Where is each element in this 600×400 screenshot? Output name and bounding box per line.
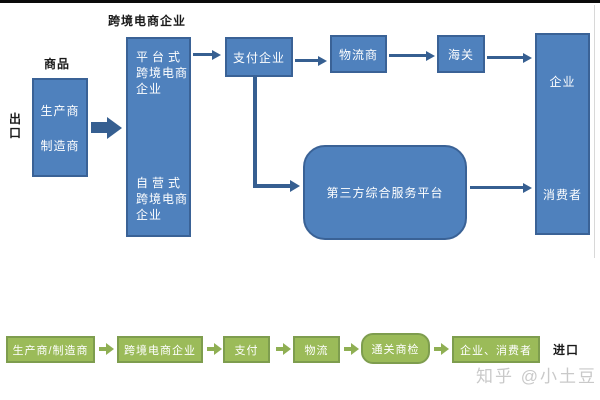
arrow-logistics-to-customs [389, 54, 426, 57]
node-third-party-platform: 第三方综合服务平台 [303, 145, 467, 240]
right-edge-line [594, 5, 595, 258]
arrow-ecom-to-payment-head [212, 50, 221, 60]
import-step-producer-label: 生产商/制造商 [12, 344, 89, 357]
arrow-ecom-to-payment [193, 53, 212, 56]
import-label: 进口 [553, 343, 580, 357]
connector-payment-down [253, 77, 257, 188]
import-step-enterprise-consumer-label: 企业、消费者 [460, 344, 532, 357]
producer-line1: 生产商 [40, 103, 80, 118]
import-arrow-4-head [351, 343, 359, 355]
import-arrow-2 [207, 347, 214, 351]
goods-label: 商品 [44, 57, 71, 71]
import-step-producer: 生产商/制造商 [6, 336, 95, 363]
connector-payment-right [253, 184, 290, 188]
import-arrow-4 [344, 347, 351, 351]
third-party-platform-label: 第三方综合服务平台 [326, 186, 444, 200]
arrow-producer-to-ecom [91, 122, 108, 133]
import-arrow-5 [434, 347, 441, 351]
node-logistics-provider: 物流商 [330, 35, 387, 73]
payment-label: 支付企业 [232, 50, 285, 65]
arrow-producer-to-ecom-head [107, 117, 122, 139]
arrow-payment-to-logistics-head [318, 56, 327, 66]
node-payment-company: 支付企业 [225, 37, 293, 77]
ecom-platform-line2: 跨境电商 [136, 66, 189, 80]
destination-enterprise-label: 企业 [549, 75, 576, 89]
ecom-platform-type: 平台式 跨境电商 企业 [136, 49, 188, 97]
ecom-self-line2: 跨境电商 [136, 192, 189, 206]
import-step-enterprise-consumer: 企业、消费者 [452, 336, 540, 363]
ecommerce-companies-title: 跨境电商企业 [108, 14, 187, 28]
import-step-customs-inspection-label: 通关商检 [371, 343, 420, 356]
import-arrow-3-head [283, 343, 291, 355]
import-step-logistics: 物流 [293, 336, 340, 363]
logistics-label: 物流商 [338, 47, 378, 62]
bottom-border-line [0, 0, 600, 3]
ecom-self-line1: 自营式 [136, 176, 185, 190]
ecom-platform-line3: 企业 [136, 82, 163, 96]
customs-label: 海关 [447, 47, 474, 62]
export-label: 出口 [9, 112, 23, 140]
import-arrow-5-head [441, 343, 449, 355]
import-step-payment: 支付 [223, 336, 270, 363]
arrow-customs-to-destination [487, 56, 523, 59]
import-arrow-2-head [214, 343, 222, 355]
import-step-customs-inspection: 通关商检 [361, 333, 430, 364]
import-arrow-1 [99, 347, 106, 351]
import-arrow-1-head [106, 343, 114, 355]
node-ecommerce-company: 平台式 跨境电商 企业 自营式 跨境电商 企业 [126, 37, 191, 237]
ecom-self-line3: 企业 [136, 208, 163, 222]
arrow-payment-to-logistics [295, 59, 318, 62]
node-producer-manufacturer: 生产商 制造商 [32, 78, 88, 177]
producer-line2: 制造商 [40, 138, 80, 153]
connector-payment-head [290, 180, 300, 192]
import-arrow-3 [276, 347, 283, 351]
arrow-platform-to-destination [470, 186, 523, 189]
arrow-platform-to-destination-head [523, 183, 532, 193]
ecom-self-operated-type: 自营式 跨境电商 企业 [136, 175, 188, 223]
node-destination: 企业 消费者 [535, 33, 590, 235]
destination-consumer-label: 消费者 [542, 188, 582, 202]
arrow-customs-to-destination-head [523, 53, 532, 63]
import-step-ecommerce-label: 跨境电商企业 [124, 344, 196, 357]
node-customs: 海关 [437, 35, 485, 73]
import-step-ecommerce: 跨境电商企业 [117, 336, 203, 363]
ecom-platform-line1: 平台式 [136, 50, 185, 64]
zhihu-watermark: 知乎 @小土豆 [476, 367, 597, 386]
import-step-logistics-label: 物流 [304, 344, 329, 357]
import-step-payment-label: 支付 [234, 344, 259, 357]
arrow-logistics-to-customs-head [426, 51, 435, 61]
